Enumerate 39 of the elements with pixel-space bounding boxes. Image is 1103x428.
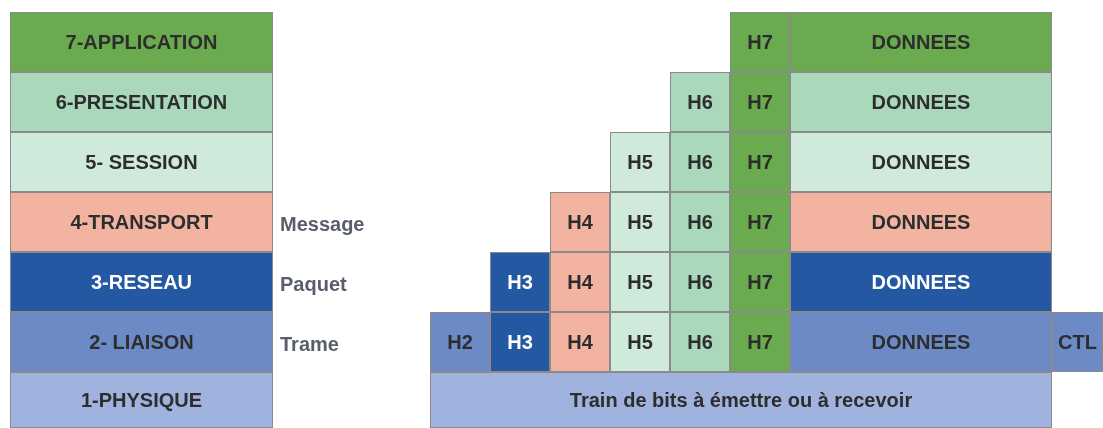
layer-box: H4 — [550, 192, 610, 252]
unit-label: Trame — [280, 332, 339, 357]
layer-box: H7 — [730, 132, 790, 192]
layer-box: 2- LIAISON — [10, 312, 273, 372]
layer-box: 6-PRESENTATION — [10, 72, 273, 132]
layer-box: DONNEES — [790, 312, 1052, 372]
layer-box: H3 — [490, 252, 550, 312]
layer-box: H5 — [610, 252, 670, 312]
layer-box: H4 — [550, 252, 610, 312]
layer-box: H7 — [730, 192, 790, 252]
layer-box: 7-APPLICATION — [10, 12, 273, 72]
layer-box: H7 — [730, 312, 790, 372]
unit-label: Paquet — [280, 272, 347, 297]
layer-box: 4-TRANSPORT — [10, 192, 273, 252]
unit-label: Message — [280, 212, 365, 237]
layer-box: H3 — [490, 312, 550, 372]
layer-box: DONNEES — [790, 12, 1052, 72]
layer-box: H5 — [610, 312, 670, 372]
layer-box: 3-RESEAU — [10, 252, 273, 312]
layer-box: DONNEES — [790, 132, 1052, 192]
layer-box: Train de bits à émettre ou à recevoir — [430, 372, 1052, 428]
layer-box: DONNEES — [790, 192, 1052, 252]
layer-box: DONNEES — [790, 252, 1052, 312]
layer-box: H7 — [730, 252, 790, 312]
layer-box: 1-PHYSIQUE — [10, 372, 273, 428]
layer-box: H6 — [670, 72, 730, 132]
layer-box: H5 — [610, 192, 670, 252]
layer-box: H7 — [730, 12, 790, 72]
layer-box: H7 — [730, 72, 790, 132]
layer-box: H6 — [670, 312, 730, 372]
layer-box: H2 — [430, 312, 490, 372]
layer-box: 5- SESSION — [10, 132, 273, 192]
layer-box: H6 — [670, 192, 730, 252]
layer-box: DONNEES — [790, 72, 1052, 132]
layer-box: H6 — [670, 252, 730, 312]
layer-box: H6 — [670, 132, 730, 192]
layer-box: CTL — [1052, 312, 1103, 372]
layer-box: H5 — [610, 132, 670, 192]
layer-box: H4 — [550, 312, 610, 372]
